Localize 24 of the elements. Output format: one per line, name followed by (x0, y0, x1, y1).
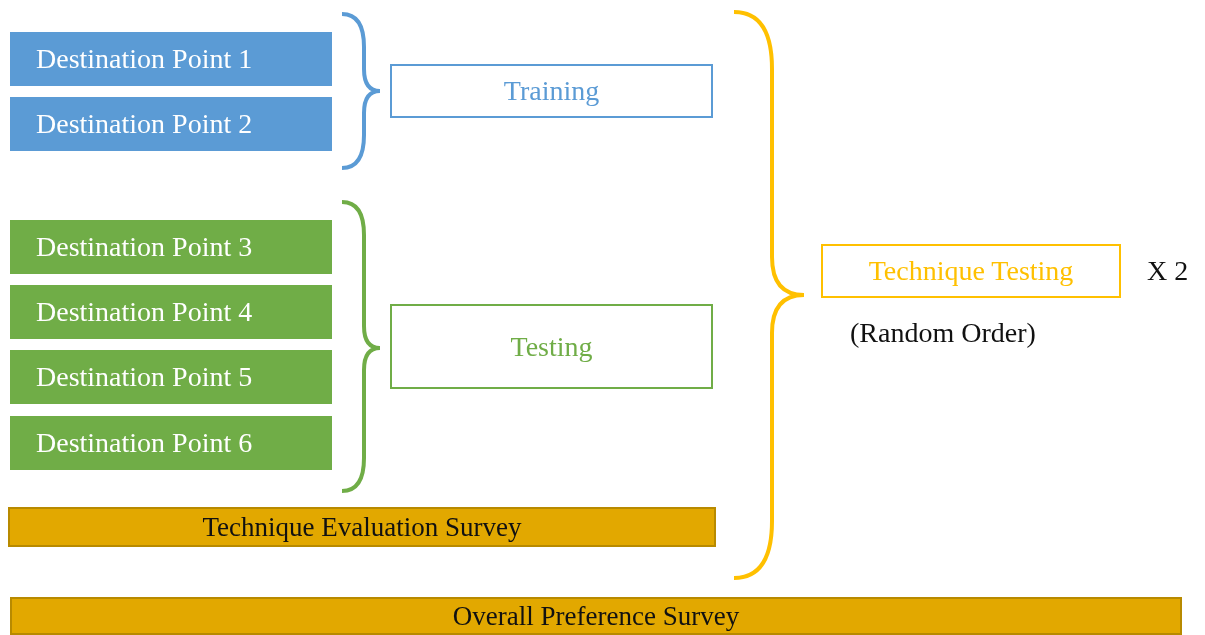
survey-bar (8, 507, 716, 547)
node-label: Training (503, 75, 600, 107)
destination-box (10, 350, 332, 404)
destination-box (10, 97, 332, 151)
node-label: Destination Point 2 (36, 108, 253, 140)
node-label: Testing (510, 330, 593, 363)
phase-box (390, 64, 713, 118)
destination-box (10, 285, 332, 339)
side-note: (Random Order) (850, 316, 1036, 350)
side-note: X 2 (1147, 254, 1189, 288)
destination-box (10, 416, 332, 470)
node-label: Destination Point 5 (36, 361, 253, 393)
node-label: Technique Testing (868, 255, 1074, 287)
node-label: Destination Point 6 (36, 427, 253, 459)
node-label: Destination Point 3 (36, 231, 253, 263)
survey-bar (10, 597, 1182, 635)
node-label: Overall Preference Survey (452, 600, 740, 632)
node-label: Technique Evaluation Survey (202, 511, 522, 543)
node-label: Destination Point 4 (36, 296, 253, 328)
destination-box (10, 32, 332, 86)
phase-box (390, 304, 713, 389)
node-label: Destination Point 1 (36, 43, 253, 75)
phase-box (821, 244, 1121, 298)
destination-box (10, 220, 332, 274)
